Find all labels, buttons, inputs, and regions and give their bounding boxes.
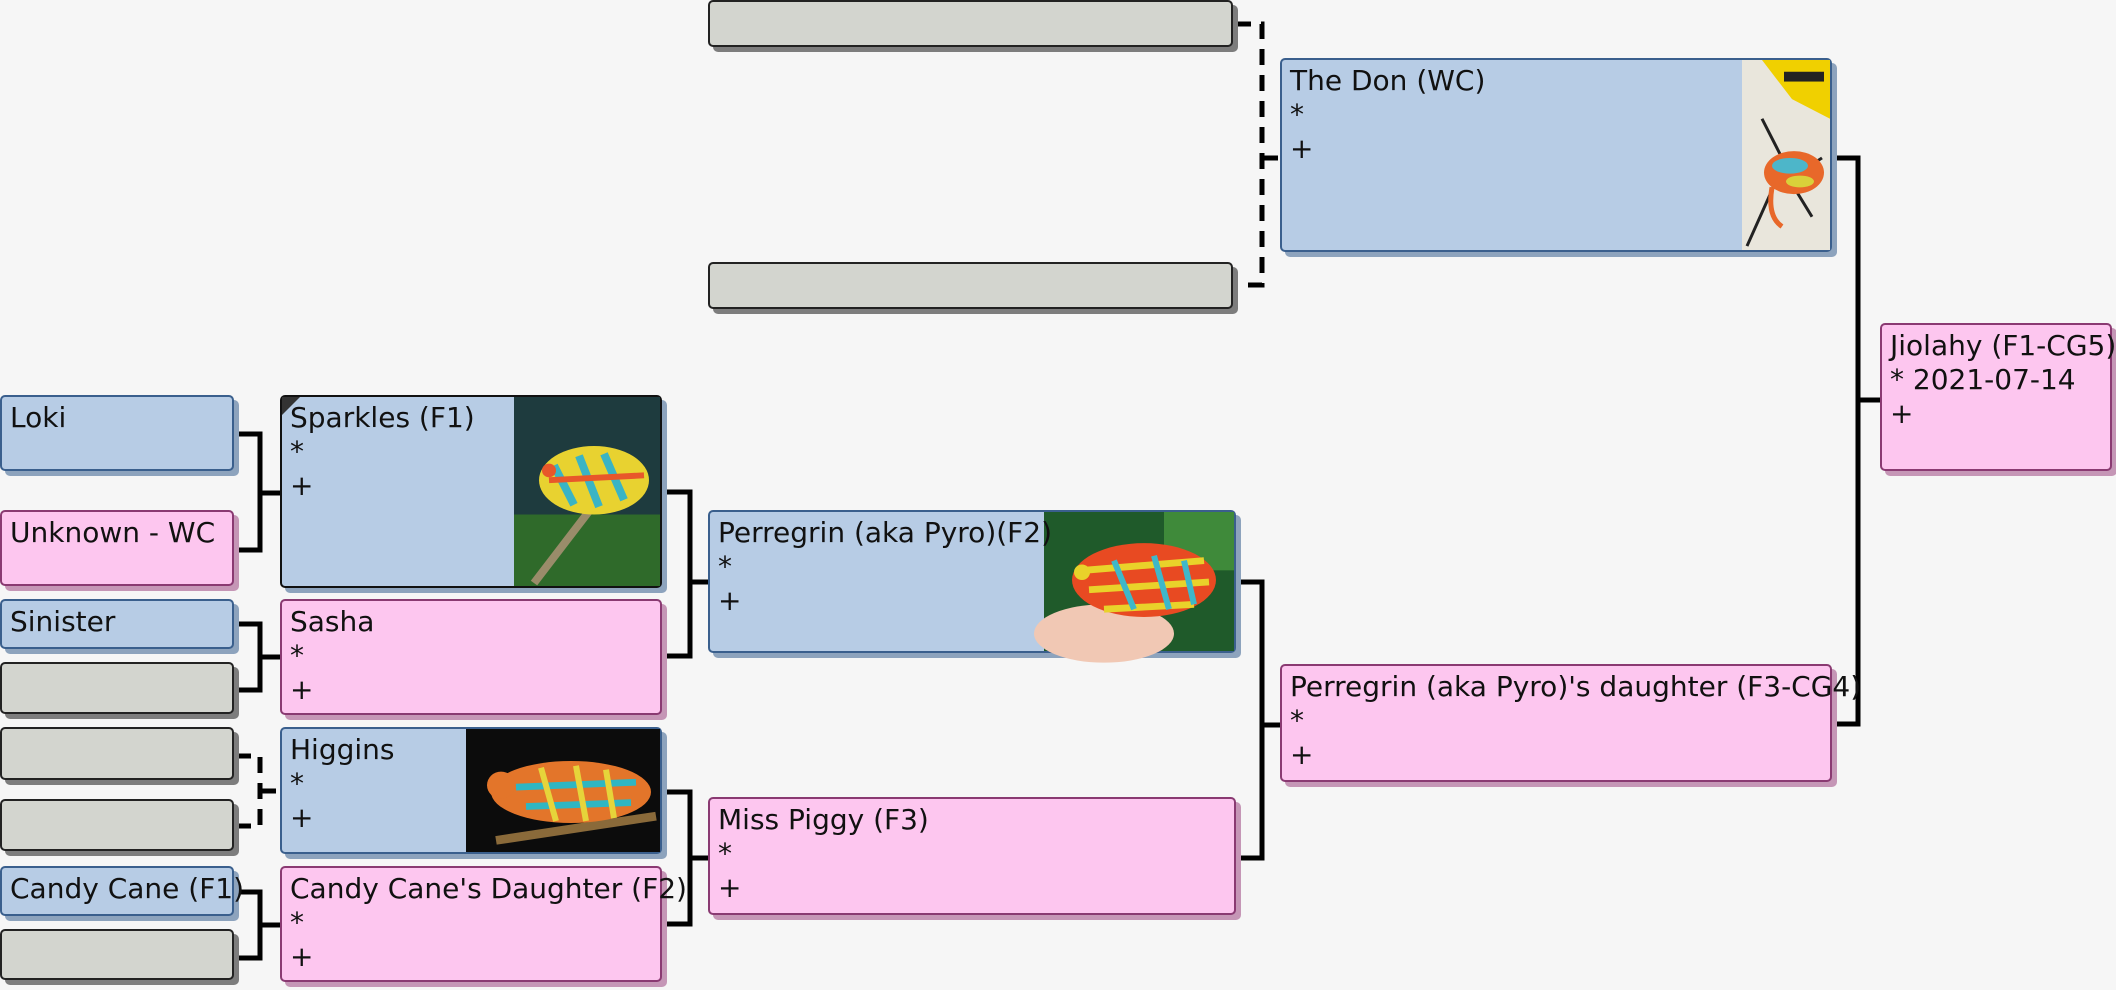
death-date: + xyxy=(290,801,314,834)
person-name: Candy Cane (F1) xyxy=(10,872,245,905)
person-card-higgins[interactable]: Higgins * + xyxy=(280,727,662,854)
birth-date: * xyxy=(290,435,304,468)
death-date: + xyxy=(718,584,742,617)
death-date: + xyxy=(1890,397,1914,430)
person-name: Miss Piggy (F3) xyxy=(718,803,929,836)
chameleon-photo-sparkles xyxy=(514,397,660,586)
birth-date: * xyxy=(290,639,304,672)
person-card-loki[interactable]: Loki xyxy=(0,395,234,471)
empty-parent-slot[interactable] xyxy=(708,262,1233,309)
person-card-sinister[interactable]: Sinister xyxy=(0,599,234,649)
empty-parent-slot[interactable] xyxy=(0,799,234,851)
person-name: The Don (WC) xyxy=(1290,64,1486,97)
person-card-pyro-daughter[interactable]: Perregrin (aka Pyro)'s daughter (F3-CG4)… xyxy=(1280,664,1862,782)
person-name: Sasha xyxy=(290,605,375,638)
chameleon-photo-higgins xyxy=(466,729,660,852)
birth-date: * xyxy=(718,550,732,583)
selected-corner-marker xyxy=(282,397,300,415)
chameleon-photo-the-don xyxy=(1742,60,1830,250)
person-name: Candy Cane's Daughter (F2) xyxy=(290,872,687,905)
person-card-sparkles[interactable]: Sparkles (F1) * + xyxy=(280,395,662,588)
person-card-miss-piggy[interactable]: Miss Piggy (F3) * + xyxy=(708,797,1236,915)
birth-date: * xyxy=(1290,98,1304,131)
person-name: Jiolahy (F1-CG5) xyxy=(1890,329,2116,362)
birth-date: * xyxy=(290,767,304,800)
person-name: Perregrin (aka Pyro)'s daughter (F3-CG4) xyxy=(1290,670,1862,703)
person-name: Unknown - WC xyxy=(10,516,216,549)
empty-parent-slot[interactable] xyxy=(0,727,234,780)
death-date: + xyxy=(1290,132,1314,165)
person-card-sasha[interactable]: Sasha * + xyxy=(280,599,662,715)
person-name: Higgins xyxy=(290,733,395,766)
person-card-perregrin[interactable]: Perregrin (aka Pyro)(F2) * + xyxy=(708,510,1236,663)
birth-date: * 2021-07-14 xyxy=(1890,363,2076,396)
person-name: Loki xyxy=(10,401,67,434)
empty-parent-slot[interactable] xyxy=(0,662,234,714)
birth-date: * xyxy=(718,837,732,870)
person-name: Sparkles (F1) xyxy=(290,401,475,434)
empty-parent-slot[interactable] xyxy=(708,0,1233,47)
empty-parent-slot[interactable] xyxy=(0,929,234,980)
death-date: + xyxy=(1290,738,1314,771)
birth-date: * xyxy=(290,906,304,939)
chameleon-photo-perregrin xyxy=(1034,512,1234,663)
person-card-unknown-wc[interactable]: Unknown - WC xyxy=(0,510,234,586)
person-card-jiolahy[interactable]: Jiolahy (F1-CG5) * 2021-07-14 + xyxy=(1880,323,2116,471)
death-date: + xyxy=(290,673,314,706)
person-card-candy-cane-daughter[interactable]: Candy Cane's Daughter (F2) * + xyxy=(280,866,687,982)
death-date: + xyxy=(290,469,314,502)
person-card-the-don[interactable]: The Don (WC) * + xyxy=(1280,58,1832,252)
person-card-candy-cane[interactable]: Candy Cane (F1) xyxy=(0,866,245,916)
death-date: + xyxy=(718,871,742,904)
person-name: Sinister xyxy=(10,605,116,638)
death-date: + xyxy=(290,940,314,973)
birth-date: * xyxy=(1290,704,1304,737)
person-name: Perregrin (aka Pyro)(F2) xyxy=(718,516,1053,549)
